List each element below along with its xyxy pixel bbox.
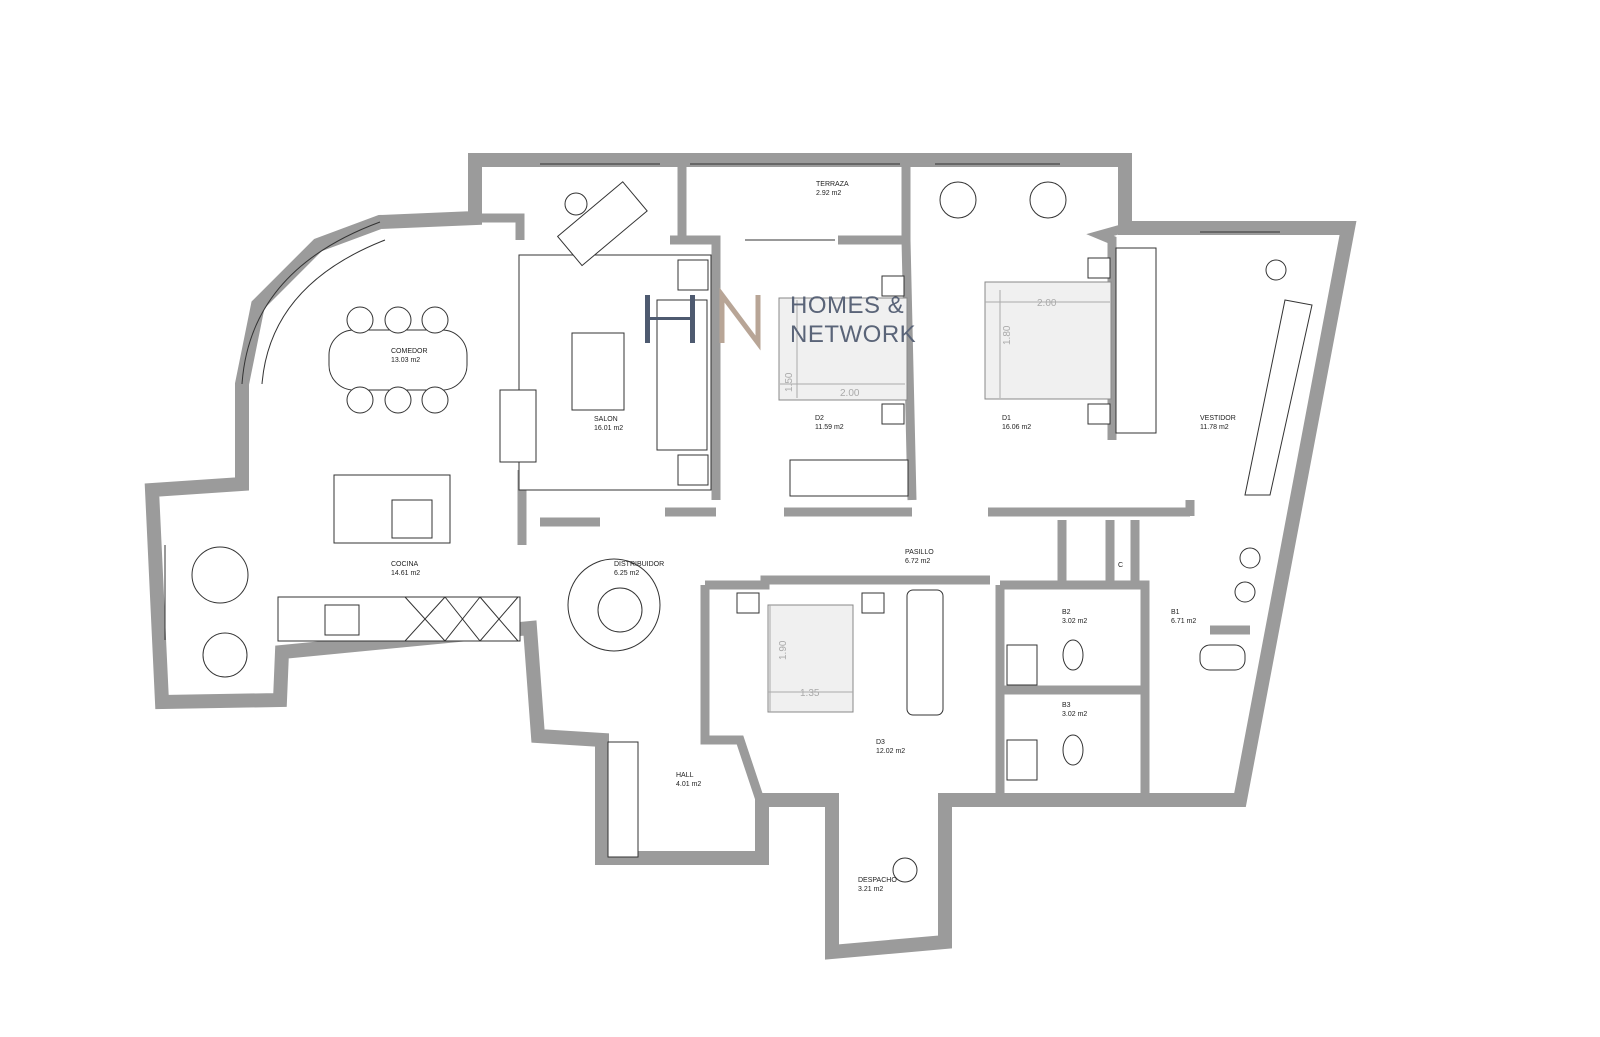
lamp xyxy=(892,857,918,883)
room-area-comedor: 13.03 m2 xyxy=(391,357,420,364)
lamp xyxy=(564,192,588,216)
room-area-b2: 3.02 m2 xyxy=(1062,618,1087,625)
logo-line1: HOMES & xyxy=(790,292,904,319)
logo: HOMES & NETWORK xyxy=(645,287,916,351)
room-name-salon: SALON xyxy=(594,416,618,423)
room-area-distribuidor: 6.25 m2 xyxy=(614,570,639,577)
kitchen-counter xyxy=(277,596,521,642)
wardrobe-d2 xyxy=(789,459,909,497)
bed-d2 xyxy=(778,297,908,401)
room-labels: TERRAZA 2.92 m2 COMEDOR 13.03 m2 SALON 16.0… xyxy=(391,181,1236,893)
room-name-d3: D3 xyxy=(876,739,885,746)
room-area-hall: 4.01 m2 xyxy=(676,781,701,788)
chair xyxy=(939,181,977,219)
plant xyxy=(597,587,643,633)
room-name-b2: B2 xyxy=(1062,609,1071,616)
sink xyxy=(324,604,360,636)
room-name-b3: B3 xyxy=(1062,702,1071,709)
room-area-d3: 12.02 m2 xyxy=(876,748,905,755)
bed-d3 xyxy=(767,604,854,713)
dim-d1-length: 1.80 xyxy=(1002,325,1013,345)
room-name-vestidor: VESTIDOR xyxy=(1200,415,1236,422)
chair xyxy=(1029,181,1067,219)
wardrobe-d3 xyxy=(906,589,944,716)
dim-d2-width: 2.00 xyxy=(840,388,860,399)
room-area-cocina: 14.61 m2 xyxy=(391,570,420,577)
dining-chairs xyxy=(346,306,449,414)
outer-walls xyxy=(144,153,1357,960)
room-area-vestidor: 11.78 m2 xyxy=(1200,424,1229,431)
room-area-despacho: 3.21 m2 xyxy=(858,886,883,893)
room-name-comedor: COMEDOR xyxy=(391,348,428,355)
armchair xyxy=(556,181,648,267)
room-name-d1: D1 xyxy=(1002,415,1011,422)
room-name-b1: B1 xyxy=(1171,609,1180,616)
interior-walls xyxy=(470,160,1250,802)
curved-window-inner xyxy=(261,239,386,385)
room-name-terraza: TERRAZA xyxy=(816,181,849,188)
wardrobe-hall xyxy=(607,741,639,858)
cooktop xyxy=(391,499,433,539)
plant xyxy=(202,632,248,678)
room-name-hall: HALL xyxy=(676,772,694,779)
wardrobe-vestidor xyxy=(1244,299,1313,496)
dim-d1-width: 2.00 xyxy=(1037,298,1057,309)
room-area-d2: 11.59 m2 xyxy=(815,424,844,431)
room-area-b3: 3.02 m2 xyxy=(1062,711,1087,718)
wardrobe-d1 xyxy=(1115,247,1157,434)
room-name-d2: D2 xyxy=(815,415,824,422)
room-area-pasillo: 6.72 m2 xyxy=(905,558,930,565)
room-name-pasillo: PASILLO xyxy=(905,549,934,556)
dim-d3-width: 1.35 xyxy=(800,688,820,699)
closet-label: C xyxy=(1118,562,1123,569)
side-table xyxy=(677,454,709,486)
curved-window xyxy=(241,221,381,385)
room-area-d1: 16.06 m2 xyxy=(1002,424,1031,431)
tv-unit xyxy=(499,389,537,463)
round-table xyxy=(191,546,249,604)
logo-line2: NETWORK xyxy=(790,321,916,348)
sofa xyxy=(656,299,708,451)
coffee-table xyxy=(571,332,625,411)
room-area-b1: 6.71 m2 xyxy=(1171,618,1196,625)
windows xyxy=(164,163,1280,640)
room-area-salon: 16.01 m2 xyxy=(594,425,623,432)
dimension-lines xyxy=(768,290,1110,712)
room-name-despacho: DESPACHO xyxy=(858,877,897,884)
dim-d3-length: 1.90 xyxy=(778,640,789,660)
side-table xyxy=(677,259,709,291)
room-name-cocina: COCINA xyxy=(391,561,419,568)
dim-d2-length: 1.50 xyxy=(784,372,795,392)
logo-mark-n xyxy=(719,287,761,351)
room-name-distribuidor: DISTRIBUIDOR xyxy=(614,561,664,568)
room-area-terraza: 2.92 m2 xyxy=(816,190,841,197)
